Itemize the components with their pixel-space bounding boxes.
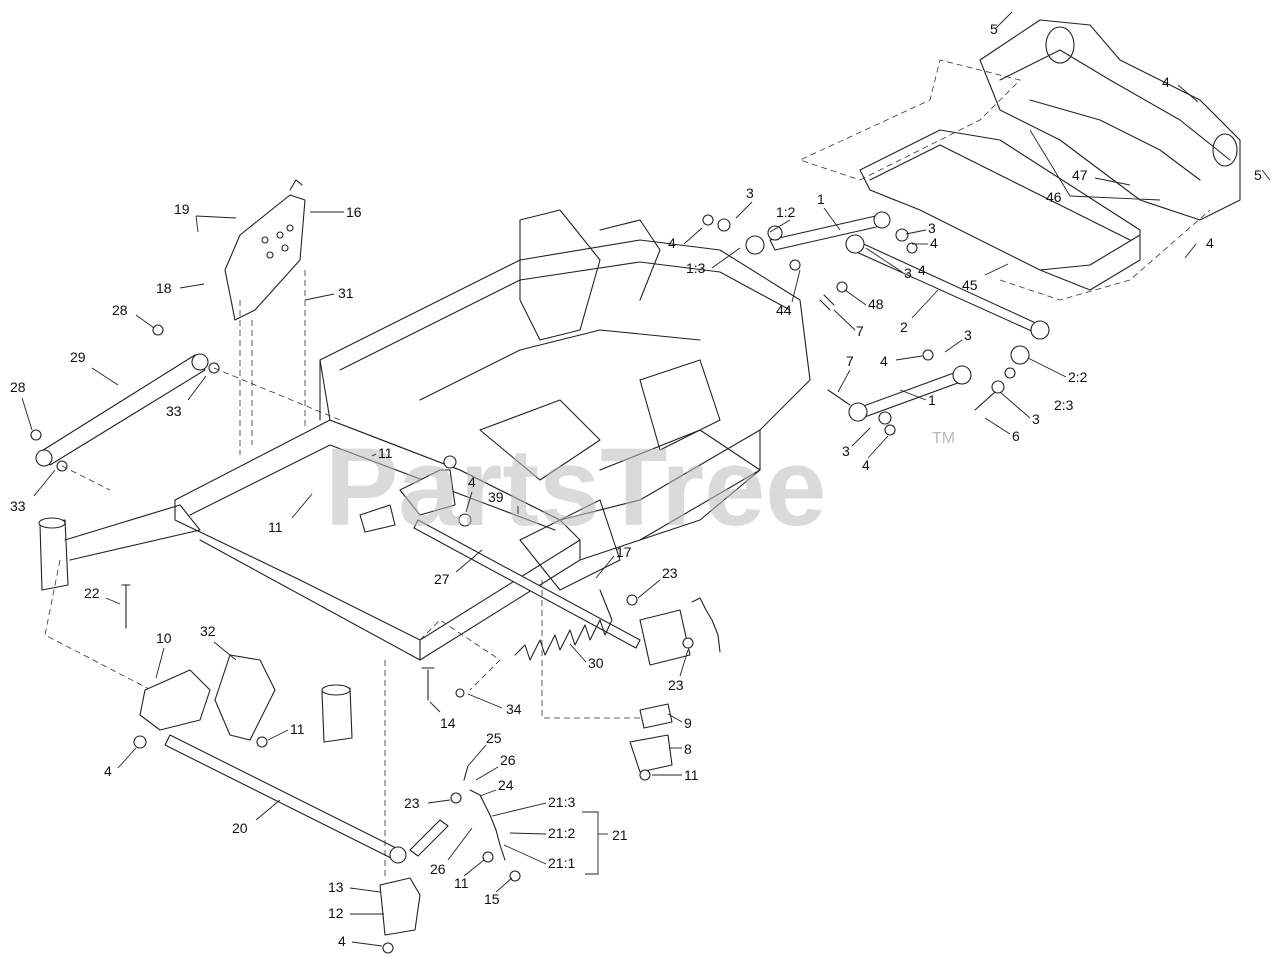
callout-7: 7 (846, 353, 854, 369)
callout-10: 10 (156, 630, 172, 646)
callout-11: 11 (454, 875, 469, 891)
callout-26: 26 (500, 752, 516, 768)
callout-21-3: 21:3 (548, 794, 575, 810)
callout-2: 2 (900, 319, 908, 335)
callout-5: 5 (990, 21, 998, 37)
callout-5: 5 (1254, 167, 1262, 183)
callout-46: 46 (1046, 189, 1062, 205)
callout-2-3: 2:3 (1054, 397, 1074, 413)
callout-7: 7 (856, 323, 864, 339)
callout-13: 13 (328, 879, 344, 895)
callouts: 5 4 5 47 46 4 45 3 4 1:2 1 1:3 3 4 3 4 4… (10, 11, 1271, 949)
callout-11: 11 (684, 767, 699, 783)
callout-2-2: 2:2 (1068, 369, 1088, 385)
callout-25: 25 (486, 730, 502, 746)
callout-23: 23 (668, 677, 684, 693)
callout-3: 3 (964, 327, 972, 343)
callout-17: 17 (616, 544, 632, 560)
callout-18: 18 (156, 280, 172, 296)
callout-4: 4 (338, 933, 346, 949)
callout-3: 3 (928, 220, 936, 236)
callout-4: 4 (880, 353, 888, 369)
callout-6: 6 (1012, 428, 1020, 444)
watermark: PartsTree TM (325, 426, 955, 549)
callout-26: 26 (430, 861, 446, 877)
callout-4: 4 (104, 763, 112, 779)
callout-23: 23 (662, 565, 678, 581)
callout-11: 11 (290, 721, 305, 737)
callout-39: 39 (488, 489, 504, 505)
callout-24: 24 (498, 777, 514, 793)
callout-8: 8 (684, 741, 692, 757)
callout-4: 4 (1206, 235, 1214, 251)
callout-29: 29 (70, 349, 86, 365)
callout-14: 14 (440, 715, 456, 731)
callout-16: 16 (346, 204, 362, 220)
callout-4: 4 (930, 235, 938, 251)
callout-1: 1 (817, 191, 825, 207)
callout-3: 3 (904, 265, 912, 281)
callout-47: 47 (1072, 167, 1088, 183)
main-frame (38, 209, 811, 743)
callout-1: 1 (928, 392, 936, 408)
callout-28: 28 (112, 302, 128, 318)
callout-23: 23 (404, 795, 420, 811)
links-upper (702, 211, 1050, 436)
callout-11: 11 (378, 445, 393, 461)
callout-4: 4 (862, 457, 870, 473)
callout-3: 3 (842, 443, 850, 459)
callout-4: 4 (1162, 74, 1170, 90)
callout-21: 21 (612, 827, 628, 843)
callout-21-2: 21:2 (548, 825, 575, 841)
callout-45: 45 (962, 277, 978, 293)
callout-20: 20 (232, 820, 248, 836)
center-parts (413, 519, 721, 882)
callout-11: 11 (268, 519, 283, 535)
callout-21-1: 21:1 (548, 855, 575, 871)
callout-4: 4 (468, 474, 476, 490)
callout-15: 15 (484, 891, 500, 907)
callout-31: 31 (338, 285, 354, 301)
callout-3: 3 (1032, 411, 1040, 427)
upper-subframe (798, 19, 1241, 301)
callout-44: 44 (776, 302, 792, 318)
callout-4: 4 (918, 262, 926, 278)
callout-12: 12 (328, 905, 344, 921)
callout-27: 27 (434, 571, 450, 587)
watermark-text: PartsTree (325, 426, 826, 549)
callout-4: 4 (668, 235, 676, 251)
watermark-trademark: TM (932, 430, 955, 447)
callout-33: 33 (166, 403, 182, 419)
callout-32: 32 (200, 623, 216, 639)
callout-3: 3 (746, 185, 754, 201)
callout-1-2: 1:2 (776, 204, 796, 220)
callout-30: 30 (588, 655, 604, 671)
callout-1-3: 1:3 (686, 260, 706, 276)
callout-19: 19 (174, 201, 190, 217)
callout-28: 28 (10, 379, 26, 395)
callout-9: 9 (684, 715, 692, 731)
left-parts (30, 179, 472, 954)
callout-22: 22 (84, 585, 100, 601)
callout-48: 48 (868, 296, 884, 312)
callout-33: 33 (10, 498, 26, 514)
callout-34: 34 (506, 701, 522, 717)
